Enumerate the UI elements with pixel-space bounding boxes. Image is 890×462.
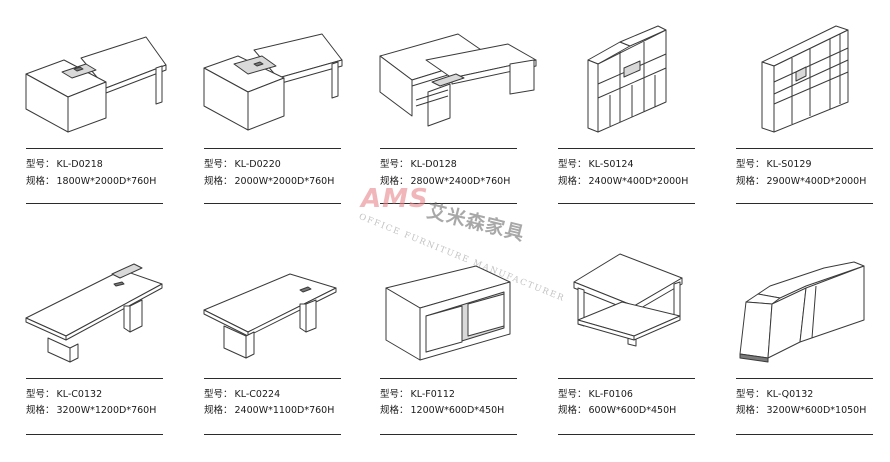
model-line: 型号：KL-F0112 <box>380 389 455 400</box>
bookcase-cabinet-icon <box>587 25 667 133</box>
reception-counter-icon <box>739 261 865 363</box>
spec-line: 规格：2900W*400D*2000H <box>736 176 867 187</box>
product-card-kl-d0218[interactable]: 型号：KL-D0218 规格：1800W*2000D*760H <box>25 20 167 210</box>
product-card-kl-c0132[interactable]: 型号：KL-C0132 规格：3200W*1200D*760H <box>25 254 166 444</box>
spec-dimensions: 1200W*600D*450H <box>410 405 505 416</box>
product-card-kl-d0128[interactable]: 型号：KL-D0128 规格：2800W*2400D*760H <box>379 20 537 210</box>
model-line: 型号：KL-C0132 <box>26 389 103 400</box>
product-card-kl-f0106[interactable]: 型号：KL-F0106 规格：600W*600D*450H <box>558 253 698 444</box>
spec-dimensions: 2400W*400D*2000H <box>588 176 689 187</box>
l-shaped-executive-desk-icon <box>25 36 167 133</box>
rectangular-coffee-table-icon <box>385 265 511 361</box>
spec-line: 规格：600W*600D*450H <box>558 405 677 416</box>
product-card-kl-s0129[interactable]: 型号：KL-S0129 规格：2900W*400D*2000H <box>736 20 876 210</box>
model-number: KL-C0224 <box>234 389 281 400</box>
model-number: KL-C0132 <box>56 389 103 400</box>
model-line: 型号：KL-S0124 <box>558 159 634 170</box>
conference-table-icon <box>203 273 337 359</box>
spec-line: 规格：3200W*600D*1050H <box>736 405 867 416</box>
spec-dimensions: 2900W*400D*2000H <box>766 176 867 187</box>
watermark-logo: AMS <box>361 184 429 214</box>
l-shaped-executive-desk-icon <box>203 33 343 131</box>
brand-watermark: AMS 艾米森家具 OFFICE FURNITURE MANUFACTURER <box>355 182 566 304</box>
spec-line: 规格：2400W*1100D*760H <box>204 405 335 416</box>
model-number: KL-Q0132 <box>766 389 814 400</box>
product-card-kl-q0132[interactable]: 型号：KL-Q0132 规格：3200W*600D*1050H <box>736 254 876 444</box>
model-number: KL-D0220 <box>234 159 281 170</box>
bookcase-cabinet-icon <box>761 25 849 133</box>
spec-dimensions: 2000W*2000D*760H <box>234 176 335 187</box>
model-number: KL-S0129 <box>766 159 812 170</box>
product-card-kl-c0224[interactable]: 型号：KL-C0224 规格：2400W*1100D*760H <box>203 254 344 444</box>
spec-line: 规格：1200W*600D*450H <box>380 405 505 416</box>
spec-line: 规格：2800W*2400D*760H <box>380 176 511 187</box>
product-card-kl-s0124[interactable]: 型号：KL-S0124 规格：2400W*400D*2000H <box>558 20 698 210</box>
spec-line: 规格：3200W*1200D*760H <box>26 405 157 416</box>
model-line: 型号：KL-C0224 <box>204 389 281 400</box>
square-coffee-table-icon <box>573 253 683 347</box>
model-line: 型号：KL-D0220 <box>204 159 281 170</box>
model-number: KL-D0218 <box>56 159 103 170</box>
spec-line: 规格：2000W*2000D*760H <box>204 176 335 187</box>
model-line: 型号：KL-F0106 <box>558 389 633 400</box>
model-number: KL-F0106 <box>588 389 633 400</box>
spec-line: 规格：1800W*2000D*760H <box>26 176 157 187</box>
model-line: 型号：KL-Q0132 <box>736 389 814 400</box>
spec-line: 规格：2400W*400D*2000H <box>558 176 689 187</box>
spec-dimensions: 3200W*600D*1050H <box>766 405 867 416</box>
product-card-kl-f0112[interactable]: 型号：KL-F0112 规格：1200W*600D*450H <box>380 254 520 444</box>
watermark-chinese-name: 艾米森家具 <box>424 199 528 246</box>
model-line: 型号：KL-D0128 <box>380 159 457 170</box>
spec-dimensions: 1800W*2000D*760H <box>56 176 157 187</box>
spec-dimensions: 2800W*2400D*760H <box>410 176 511 187</box>
product-card-kl-d0220[interactable]: 型号：KL-D0220 规格：2000W*2000D*760H <box>203 20 344 210</box>
spec-dimensions: 3200W*1200D*760H <box>56 405 157 416</box>
spec-dimensions: 600W*600D*450H <box>588 405 677 416</box>
spec-dimensions: 2400W*1100D*760H <box>234 405 335 416</box>
conference-table-icon <box>25 263 163 363</box>
model-line: 型号：KL-S0129 <box>736 159 812 170</box>
model-line: 型号：KL-D0218 <box>26 159 103 170</box>
model-number: KL-S0124 <box>588 159 634 170</box>
model-number: KL-F0112 <box>410 389 455 400</box>
model-number: KL-D0128 <box>410 159 457 170</box>
l-shaped-reception-desk-icon <box>379 33 537 127</box>
